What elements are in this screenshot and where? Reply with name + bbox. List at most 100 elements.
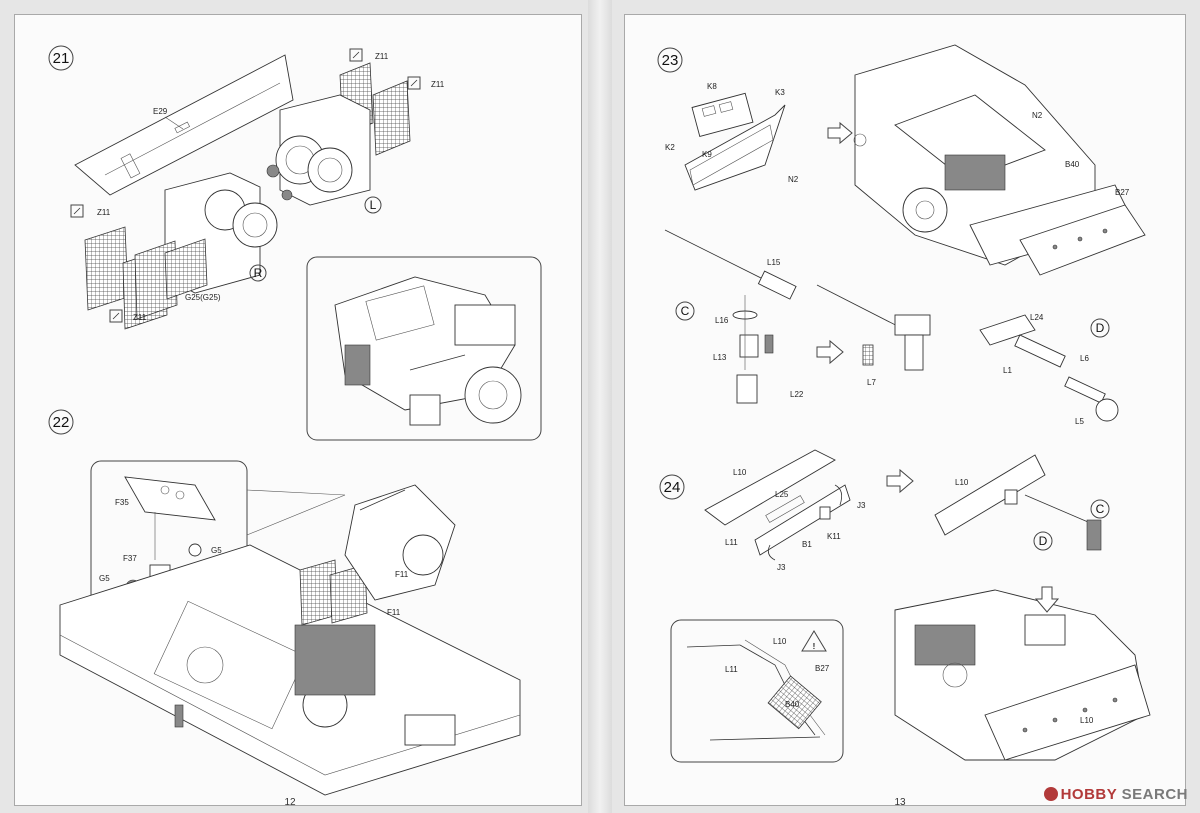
label-j3-b: J3 [777,563,786,572]
label-f11-b: F11 [387,608,401,617]
assembly-arrow-24a [886,468,914,494]
step-24-number: 24 [664,479,681,496]
step-22-circle [48,409,74,435]
vehicle-rear-final [894,589,1151,761]
label-l6: L6 [1080,354,1089,363]
label-b40: B40 [1065,160,1080,169]
label-b27: B27 [1115,188,1130,197]
label-l15: L15 [767,258,781,267]
step-21: 21 E29 [48,45,542,441]
warning-mark: ! [813,642,816,651]
rear-plate-exploded [704,449,851,561]
part-n2-plate [684,104,786,191]
warning-icon: ! [801,630,827,652]
label-z11-b: Z11 [431,80,445,89]
label-e29: E29 [153,107,168,116]
left-page-artwork: 21 E29 [48,45,542,805]
step-23-circle [657,47,683,73]
step-21-number: 21 [53,50,70,67]
z11-callout-c: Z11 [70,204,111,218]
label-k9: K9 [702,150,712,159]
label-b1: B1 [802,540,812,549]
marker-d-step24: D [1039,534,1048,548]
alignment-detail-inset [670,619,844,763]
label-l24: L24 [1030,313,1044,322]
hobbysearch-logo-icon [1043,787,1058,801]
label-g25: G25(G25) [185,293,221,302]
engine-detail-drawing [334,276,522,426]
instruction-page-left: 21 E29 [14,14,582,806]
part-k-cluster [691,92,754,138]
step-22-number: 22 [53,414,70,431]
label-l7: L7 [867,378,876,387]
label-k8: K8 [707,82,717,91]
label-l10-a: L10 [733,468,747,477]
part-e29-panel [74,54,294,196]
marker-c-step23: C [681,304,690,318]
book-spine [588,0,612,813]
step-21-circle [48,45,74,71]
label-l11-b: L11 [725,665,738,674]
marker-r: R [254,266,263,280]
z11-callout-a: Z11 [349,48,389,62]
step-22: 22 F35 F37 G5 G5 G1 [48,409,521,796]
label-j3-a: J3 [857,501,866,510]
alignment-detail-drawing [686,639,826,741]
label-f11-a: F11 [395,570,409,579]
grille-lower-left [84,226,208,330]
label-z11-a: Z11 [375,52,389,61]
fan-assembly-upper [266,94,371,206]
bracket-f35 [124,476,216,521]
marker-c-step24-circle [1090,499,1110,519]
label-l10-c: L10 [773,637,787,646]
label-g5-b: G5 [99,574,110,583]
label-f35: F35 [115,498,129,507]
step-24: 24 L10 L25 J3 B1 L11 J3 K11 L10 C D [659,449,1151,763]
engine-detail-inset [306,256,542,441]
hull-grilles [299,559,368,626]
label-z11-c: Z11 [97,208,111,217]
marker-d-circle [1090,318,1110,338]
mount-d-parts [979,314,1119,422]
label-l10-d: L10 [1080,716,1094,725]
step-24-circle [659,474,685,500]
step-23: 23 K8 K3 K2 K9 N2 [657,44,1146,426]
gearbox-assembly [344,484,456,601]
hull-assembly [59,544,521,796]
assembly-arrow-23b [816,339,844,365]
label-b27-step24: B27 [815,664,830,673]
label-k11: K11 [827,532,841,541]
label-n2-a: N2 [788,175,799,184]
label-g5-a: G5 [211,546,222,555]
label-l13: L13 [713,353,727,362]
assembly-arrow-23a [827,121,853,145]
rear-plate-assembled [934,454,1102,551]
label-l5: L5 [1075,417,1084,426]
page-number-right: 13 [894,797,906,805]
label-l10-b: L10 [955,478,969,487]
vehicle-rear-assembly [853,44,1146,276]
marker-r-circle [249,264,267,282]
label-l11-a: L11 [725,538,738,547]
marker-l-circle [364,196,382,214]
marker-c-step24: C [1096,502,1105,516]
z11-callout-d: Z11 [109,309,147,323]
label-l1: L1 [1003,366,1012,375]
z11-callout-b: Z11 [407,76,445,90]
instruction-page-right: 23 K8 K3 K2 K9 N2 [624,14,1186,806]
label-b40-step24: B40 [785,700,800,709]
step-23-number: 23 [662,52,679,69]
label-l16: L16 [715,316,729,325]
label-n2-b: N2 [1032,111,1043,120]
watermark-search: SEARCH [1121,786,1188,803]
marker-d-step24-circle [1033,531,1053,551]
label-l25: L25 [775,490,789,499]
marker-l: L [370,198,377,212]
label-k3: K3 [775,88,785,97]
watermark: HOBBY SEARCH [1043,786,1188,803]
watermark-hobby: HOBBY [1060,786,1117,803]
machine-gun-assembly-exploded [664,229,797,404]
page-number-left: 12 [284,797,296,805]
machine-gun-assembled [816,284,931,371]
label-f37: F37 [123,554,137,563]
